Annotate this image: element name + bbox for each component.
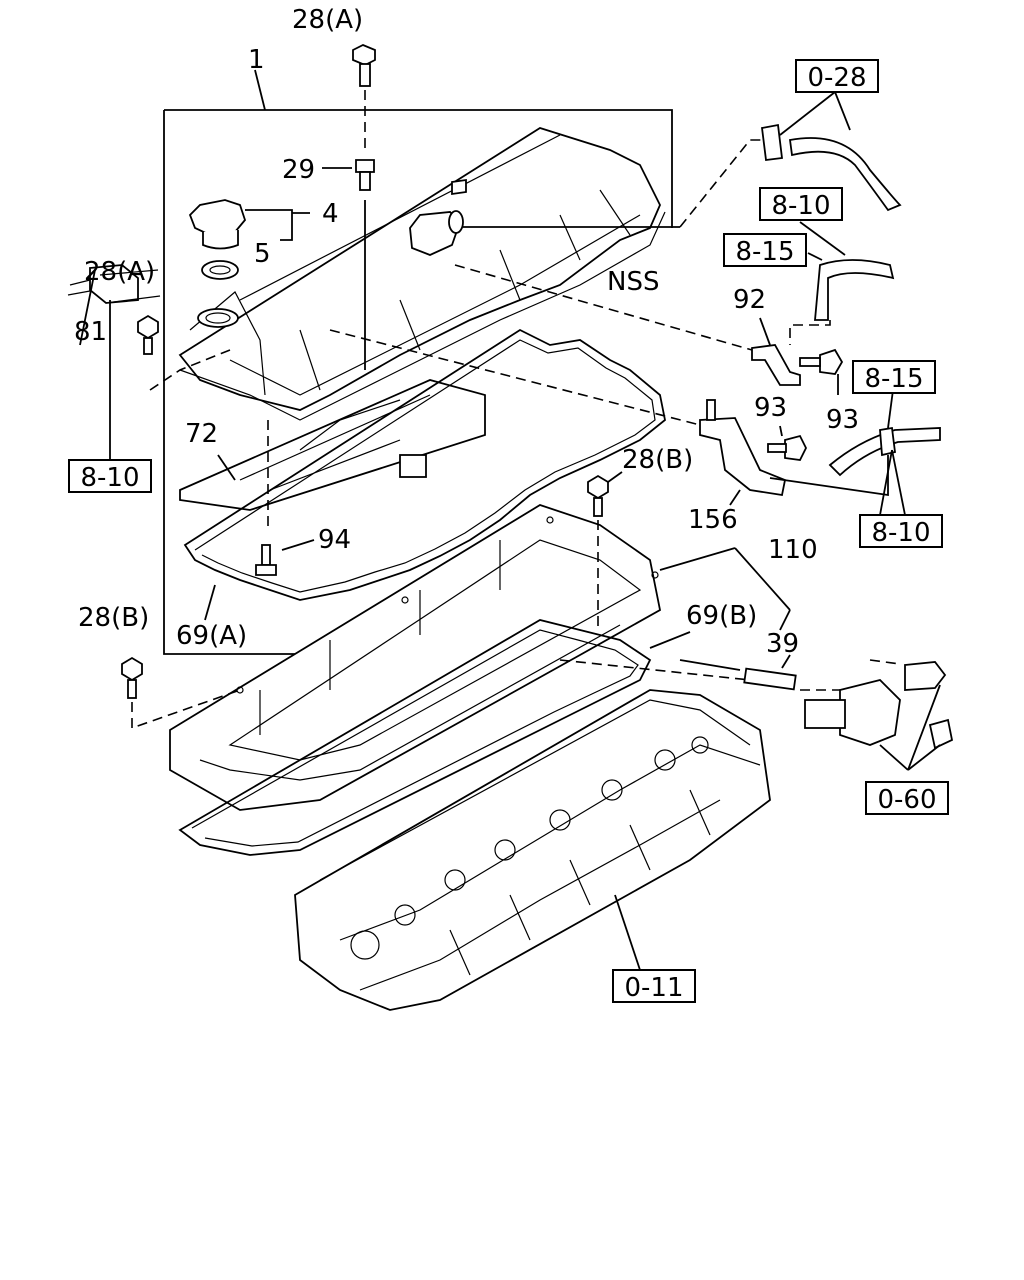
label-part-72: 72 <box>185 419 218 449</box>
hose-8-15-right <box>769 389 941 516</box>
label-part-110: 110 <box>768 535 818 565</box>
label-part-94: 94 <box>318 525 351 555</box>
label-part-81: 81 <box>74 317 107 347</box>
hose-8-15-top <box>789 221 895 345</box>
ref-box-8-15-right <box>852 360 936 394</box>
label-part-4: 4 <box>322 199 339 229</box>
label-part-28b-mid: 28(B) <box>622 445 693 475</box>
breather-hose-0-28 <box>679 91 902 228</box>
label-part-29: 29 <box>282 155 315 185</box>
lower-cover-drawing <box>169 504 791 811</box>
label-part-5: 5 <box>254 239 271 269</box>
label-part-28a-top: 28(A) <box>292 5 363 35</box>
ref-0-28: 0-28 <box>807 63 866 93</box>
label-part-93-lower: 93 <box>754 393 787 423</box>
bolt-93-lower <box>767 425 808 461</box>
ref-8-10-top: 8-10 <box>771 191 830 221</box>
ref-box-8-10-top <box>759 187 843 221</box>
head-gasket-b <box>178 619 691 856</box>
ref-box-8-15-top <box>723 233 807 267</box>
cam-sensor-drawing <box>800 659 954 771</box>
stud-39-drawing <box>559 654 797 691</box>
reference-boxes <box>68 59 949 1003</box>
baffle-plate-drawing <box>179 379 486 530</box>
bolt-28a-left-drawing <box>67 264 231 460</box>
ref-0-11: 0-11 <box>624 973 683 1003</box>
label-part-39: 39 <box>766 629 799 659</box>
ref-box-8-10-right <box>859 514 943 548</box>
label-part-92: 92 <box>733 285 766 315</box>
label-part-93-upper: 93 <box>826 405 859 435</box>
ref-8-15-top: 8-15 <box>735 237 794 267</box>
label-nss: NSS <box>607 267 659 297</box>
head-cover-gasket-a <box>183 328 666 621</box>
ref-8-10-left: 8-10 <box>80 463 139 493</box>
oil-filler-cap-drawing <box>188 199 310 280</box>
bracket-156-drawing <box>329 329 787 506</box>
bolt-28a-top-drawing <box>322 44 376 370</box>
ref-8-15-right: 8-15 <box>864 364 923 394</box>
label-part-28a-left: 28(A) <box>84 257 155 287</box>
bolt-93-upper <box>799 348 844 395</box>
cylinder-head-drawing <box>294 689 771 1011</box>
ref-box-0-28 <box>795 59 879 93</box>
label-part-69b: 69(B) <box>686 601 757 631</box>
ref-box-0-60 <box>865 781 949 815</box>
ref-box-8-10-left <box>68 459 152 493</box>
label-part-1: 1 <box>248 45 265 75</box>
bolt-28b-left-drawing <box>121 656 241 730</box>
bolt-94-drawing <box>255 539 315 576</box>
bracket-92-drawing <box>454 264 801 386</box>
bolt-28b-mid-drawing <box>587 471 623 630</box>
ref-box-0-11 <box>612 969 696 1003</box>
ref-8-10-right: 8-10 <box>871 518 930 548</box>
label-part-28b-left: 28(B) <box>78 603 149 633</box>
head-cover-drawing <box>178 127 666 421</box>
label-part-156: 156 <box>688 505 738 535</box>
label-part-69a: 69(A) <box>176 621 247 651</box>
ref-0-60: 0-60 <box>877 785 936 815</box>
breather-elbow-drawing <box>409 178 680 256</box>
